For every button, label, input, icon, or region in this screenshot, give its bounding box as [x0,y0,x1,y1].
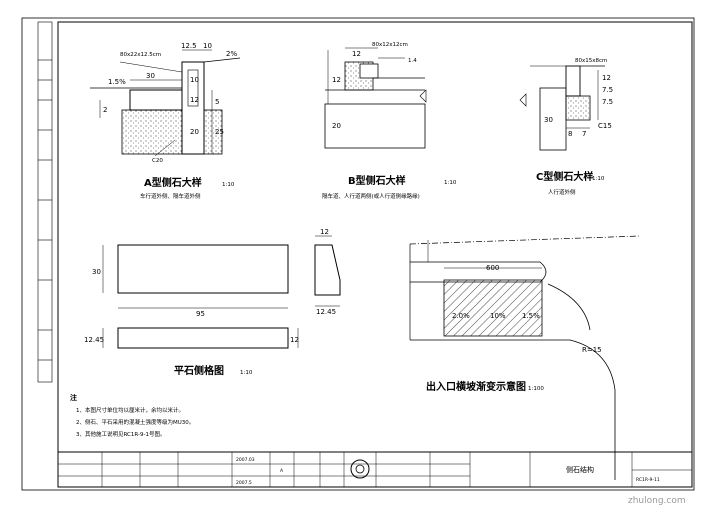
detail-c-dim-0: 12 [602,74,611,82]
detail-c: 80x15x8cm 12 7.5 7.5 8 7 C15 30 C型侧石大样 1… [519,58,613,196]
detail-a-title: A型侧石大样 [144,176,202,189]
entrance-dim-0: 600 [486,264,499,272]
flat-stone-drawing: 30 95 12 12.45 12 12.45 平石侧格图 1:10 [84,228,341,377]
detail-a-dim-10: 20 [190,128,199,136]
tb-drawing-name: 侧石结构 [566,465,594,474]
watermark: zhulong.com [628,496,686,506]
flat-dim-4: 12 [320,228,329,236]
detail-c-scale: 1:10 [592,176,605,182]
entrance-dim-4: R=15 [582,346,602,354]
detail-b-callout: 80x12x12cm [372,42,408,48]
tb-date-1: 2007.03 [236,457,255,463]
detail-a-dim-9: 25 [215,128,224,136]
flat-stone-scale: 1:10 [240,370,253,376]
detail-b-scale: 1:10 [444,180,457,186]
tb-date-2: 2007.5 [236,480,252,486]
detail-c-dim-5: C15 [598,122,612,130]
notes: 注 1、本图尺寸单位均以厘米计，余均以米计。 2、侧石、平石采用的混凝土强度等级… [70,393,194,438]
title-block [57,451,693,488]
detail-b-subtitle: 隔车道、人行道两侧(或人行道侧缘路缘) [322,192,420,200]
detail-a-dim-0: 12.5 [181,42,197,50]
detail-c-dim-3: 8 [568,130,572,138]
detail-a-dim-3: 1.5% [108,78,126,86]
flat-dim-1: 95 [196,310,205,318]
flat-dim-5: 12.45 [316,308,336,316]
detail-a-dim-2: 2% [226,50,237,58]
detail-a-dim-4: 30 [146,72,155,80]
detail-c-subtitle: 人行道外侧 [548,188,576,196]
detail-a-dim-11: C20 [152,158,163,164]
detail-a-dim-5: 10 [190,76,199,84]
detail-a-dim-6: 12 [190,96,199,104]
notes-line-1: 1、本图尺寸单位均以厘米计，余均以米计。 [76,406,184,414]
notes-line-2: 2、侧石、平石采用的混凝土强度等级为MU30。 [76,418,194,426]
detail-c-title: C型侧石大样 [536,170,593,183]
detail-b-title: B型侧石大样 [348,174,406,187]
detail-b-dim-2: 20 [332,122,341,130]
entrance-scale: 1:100 [528,386,544,392]
tb-rev: A [280,468,284,474]
detail-a-dim-7: 5 [215,98,219,106]
tb-drawing-no: RC1R-9-11 [636,477,660,483]
detail-c-dim-4: 7 [582,130,586,138]
detail-a-dim-1: 10 [203,42,212,50]
detail-a-dim-8: 2 [103,106,107,114]
left-margin-strip [37,21,53,383]
flat-dim-0: 30 [92,268,101,276]
detail-b-dim-0: 12 [352,50,361,58]
detail-c-dim-1: 7.5 [602,86,613,94]
detail-a-scale: 1:10 [222,182,235,188]
detail-c-dim-6: 30 [544,116,553,124]
detail-c-dim-2: 7.5 [602,98,613,106]
entrance-dim-1: 2.0% [452,312,470,320]
outer-border [21,17,695,491]
detail-b-dim-3: 1.4 [408,58,417,64]
detail-a-callout: 80x22x12.5cm [120,52,161,58]
notes-line-3: 3、其他施工说明见RC1R-9-1号图。 [76,430,165,438]
detail-b-dim-1: 12 [332,76,341,84]
flat-dim-2: 12 [290,336,299,344]
detail-a: 80x22x12.5cm 12.5 10 2% 1.5% 30 10 12 5 … [90,42,241,200]
entrance-dim-3: 1.5% [522,312,540,320]
flat-stone-title: 平石侧格图 [174,364,224,377]
detail-c-callout: 80x15x8cm [575,58,607,64]
entrance-slope-drawing: 600 2.0% 10% 1.5% R=15 出入口横坡渐变示意图 1:100 [409,235,641,480]
entrance-title: 出入口横坡渐变示意图 [426,380,526,393]
notes-heading: 注 [70,393,77,402]
entrance-dim-2: 10% [490,312,506,320]
detail-a-subtitle: 车行道外侧、隔车道外侧 [140,192,201,200]
detail-b: 80x12x12cm 12 12 20 1.4 B型侧石大样 1:10 隔车道、… [322,42,457,200]
flat-dim-3: 12.45 [84,336,104,344]
